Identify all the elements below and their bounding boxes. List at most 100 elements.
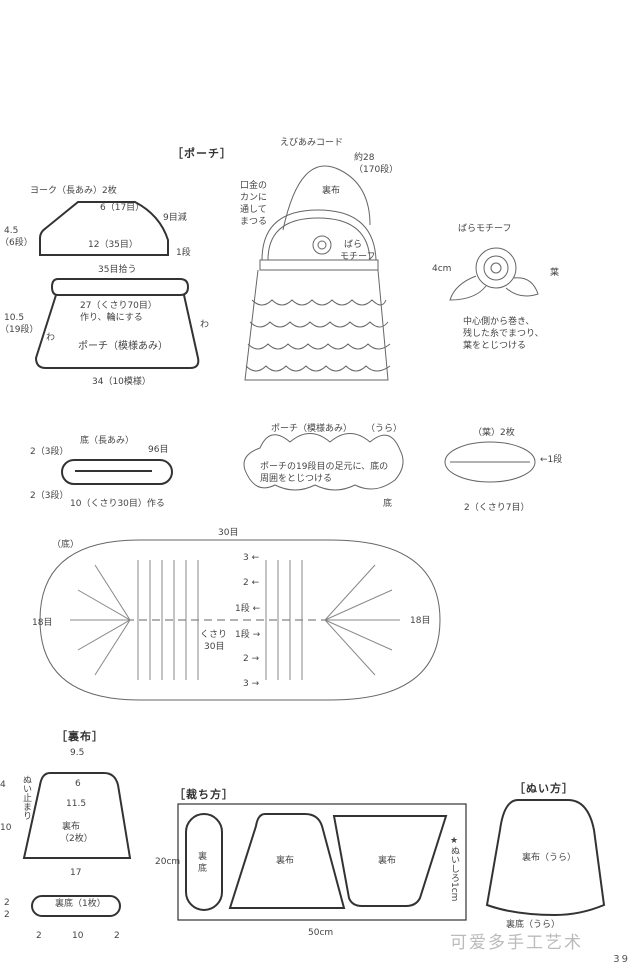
lining-count: （2枚） (60, 834, 93, 844)
watermark: 可爱多手工艺术 (450, 933, 583, 953)
rose-note-1: 中心側から巻き、 (463, 317, 535, 327)
yoke-height-rows: （6段） (0, 238, 33, 248)
assembly-label: ポーチ（模様あみ） (271, 424, 353, 434)
lining-base-w1: 2 (36, 931, 42, 941)
cutting-piece2: 裏布 (378, 856, 397, 866)
rose-note-3: 葉をとじつける (463, 341, 527, 351)
row-up-2: 2 ← (243, 578, 260, 588)
yoke-shape (39, 201, 169, 256)
lining-bottom: 17 (70, 868, 82, 878)
assembly-note-1: ポーチの19段目の足元に、底の (260, 462, 389, 472)
base-small-sts: 96目 (148, 445, 169, 455)
clasp-note-4: まつる (240, 217, 268, 227)
sewing-base-wrong: 裏底（うら） (506, 920, 561, 930)
body-chain: 27（くさり70目） (80, 301, 157, 311)
rose-note-2: 残した糸でまつり、 (463, 329, 544, 339)
lining-base-h2: 2 (4, 910, 10, 920)
yoke-decrease: 9目減 (163, 213, 187, 223)
purse-frame (261, 209, 377, 261)
sewing-title: ［ぬい方］ (514, 782, 574, 795)
row-down-3: 3 → (243, 679, 260, 689)
lining-piece: 裏布 (62, 822, 81, 832)
cutting-seam: ★ぬいしろ1cm (449, 836, 459, 902)
cord-length: 約28 (354, 153, 375, 163)
body-chain-note: 作り、輪にする (80, 313, 143, 323)
assembly-oval (243, 433, 404, 491)
row-up-3: 3 ← (243, 553, 260, 563)
base-small-top-rows: 2（3段） (30, 447, 69, 457)
cutting-height: 20cm (155, 857, 181, 867)
base-small-chain: 10（くさり30目）作る (70, 499, 165, 509)
body-wa-left: わ (46, 333, 56, 343)
base-small-label: 底（長あみ） (80, 436, 135, 446)
body-label: ポーチ（模様あみ） (78, 341, 168, 352)
lining-title: ［裏布］ (56, 730, 104, 743)
lining-mid: 11.5 (66, 799, 87, 809)
base-chart-top: 30目 (218, 528, 239, 538)
body-wa-right: わ (200, 320, 210, 330)
yoke-middle: 12（35目） (88, 240, 138, 250)
illustration-rose-2: モチーフ (340, 252, 376, 262)
yoke-pickup: 35目拾う (98, 265, 137, 275)
sewing-shape (485, 799, 606, 917)
lining-base-w3: 2 (114, 931, 120, 941)
clasp-note-1: 口金の (240, 181, 268, 191)
base-chart-chain: くさり (200, 630, 228, 640)
base-oval (61, 459, 173, 485)
yoke-top: 6（17目） (100, 203, 145, 213)
pouch-section-title: ［ポーチ］ (172, 147, 232, 160)
purse-handle (282, 165, 371, 231)
row-down-1: 1段 → (235, 630, 261, 640)
body-height-rows: （19段） (0, 325, 39, 335)
leaf-chart-outline (444, 441, 536, 483)
base-chart-chain-count: 30目 (204, 642, 225, 652)
pouch-body-shape (50, 278, 190, 296)
rose-label: ばらモチーフ (458, 224, 512, 234)
leaf-label: （葉）2枚 (473, 428, 515, 438)
lining-base-w2: 10 (72, 931, 84, 941)
base-chart-right: 18目 (410, 616, 431, 626)
cord-label: えびあみコード (280, 138, 344, 148)
base-chart-label: （底） (52, 540, 80, 550)
body-bottom: 34（10模様） (92, 377, 151, 387)
lining-base-h1: 2 (4, 898, 10, 908)
lining-top-width: 9.5 (70, 748, 85, 758)
cord-rows: （170段） (354, 165, 399, 175)
lining-shape (22, 772, 132, 859)
lining-h2: 10 (0, 823, 12, 833)
assembly-note-2: 周囲をとじつける (260, 474, 333, 484)
leaf-chain: 2（くさり7目） (464, 503, 530, 513)
rose-leaf: 葉 (550, 268, 560, 278)
assembly-wrong: （うら） (366, 424, 403, 434)
lining-h1: 4 (0, 780, 6, 790)
row-up-1: 1段 ← (235, 604, 261, 614)
cutting-piece1: 裏布 (276, 856, 295, 866)
sewing-lining-wrong: 裏布（うら） (522, 853, 577, 863)
clasp-note-3: 通して (240, 205, 267, 215)
rose-size: 4cm (432, 264, 452, 274)
yoke-height: 4.5 (4, 226, 19, 236)
lining-inner-top: 6 (75, 779, 81, 789)
page-number: 39 (613, 954, 630, 965)
cutting-base-2: 底 (198, 864, 208, 874)
assembly-base: 底 (383, 499, 393, 509)
illustration-rose-1: ばら (344, 240, 363, 250)
lining-base-shape (31, 895, 121, 917)
rose-outline (475, 247, 517, 289)
base-small-bottom-rows: 2（3段） (30, 491, 69, 501)
lining-base-piece: 裏底（1枚） (55, 899, 106, 909)
cutting-base-1: 裏 (198, 852, 208, 862)
row-down-2: 2 → (243, 654, 260, 664)
body-height: 10.5 (4, 313, 25, 323)
illustration-lining: 裏布 (322, 186, 341, 196)
lining-stop: ぬい止まり (21, 775, 31, 820)
base-chart-left: 18目 (32, 618, 53, 628)
cutting-width: 50cm (308, 928, 334, 938)
yoke-label: ヨーク（長あみ）2枚 (30, 186, 117, 196)
base-chart-outline (39, 539, 441, 701)
leaf-row: ←1段 (540, 455, 563, 465)
cutting-title: ［裁ち方］ (174, 788, 234, 801)
clasp-note-2: カンに (240, 193, 268, 203)
yoke-row1: 1段 (176, 248, 191, 258)
